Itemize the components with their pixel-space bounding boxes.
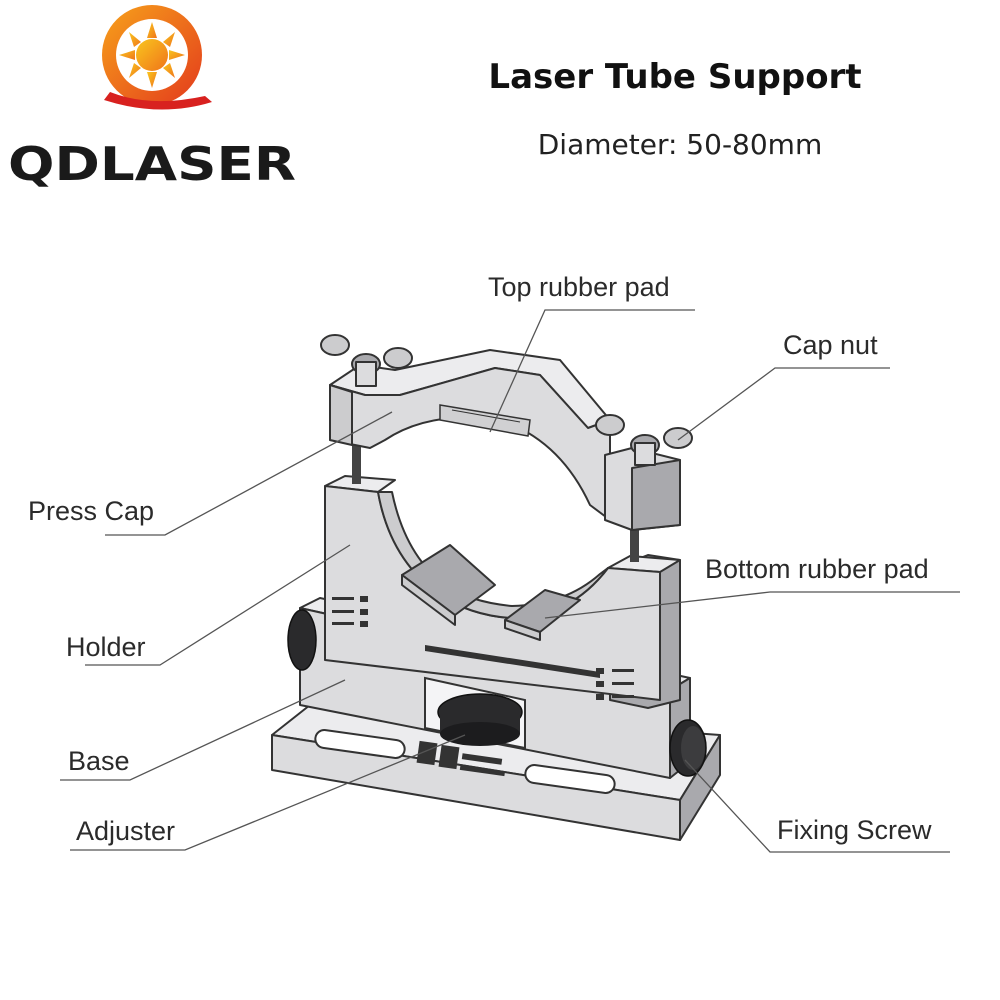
leader-bottom-rubber-pad <box>544 591 960 619</box>
bottom-rubber-pad <box>401 544 581 641</box>
label-fixing-screw: Fixing Screw <box>777 815 932 845</box>
label-press-cap: Press Cap <box>28 496 154 526</box>
leader-cap-nut <box>677 367 890 441</box>
label-top-rubber-pad: Top rubber pad <box>488 272 670 302</box>
leader-adjuster <box>70 734 466 851</box>
brand-logo: QDLASER <box>8 5 296 191</box>
label-cap-nut: Cap nut <box>783 330 878 360</box>
label-holder: Holder <box>66 632 146 662</box>
leader-lines <box>60 309 960 853</box>
adjuster-wheel <box>437 693 523 746</box>
top-rubber-pad <box>439 404 531 437</box>
leader-press-cap <box>105 411 393 536</box>
leader-base <box>60 679 346 781</box>
cap-nut-left <box>320 334 413 387</box>
laser-tube-support-illustration <box>271 334 721 841</box>
fixing-screw-right <box>669 719 707 777</box>
label-adjuster: Adjuster <box>76 816 175 846</box>
page-title: Laser Tube Support <box>488 57 861 97</box>
sun-q-logo-icon <box>102 5 212 110</box>
press-cap <box>329 349 681 531</box>
base-marking <box>416 740 506 777</box>
holder-markings <box>332 596 634 700</box>
part-labels: Top rubber pad Cap nut Press Cap Bottom … <box>28 272 932 846</box>
page-subtitle: Diameter: 50-80mm <box>538 128 822 161</box>
brand-name: QDLASER <box>8 137 296 191</box>
label-base: Base <box>68 746 130 776</box>
leader-fixing-screw <box>684 759 950 853</box>
leader-holder <box>85 544 351 666</box>
label-bottom-rubber-pad: Bottom rubber pad <box>705 554 929 584</box>
fixing-screw-left <box>287 609 317 671</box>
leader-top-rubber-pad <box>489 309 695 433</box>
cap-nut-right <box>595 414 693 466</box>
threaded-rods <box>352 432 639 562</box>
